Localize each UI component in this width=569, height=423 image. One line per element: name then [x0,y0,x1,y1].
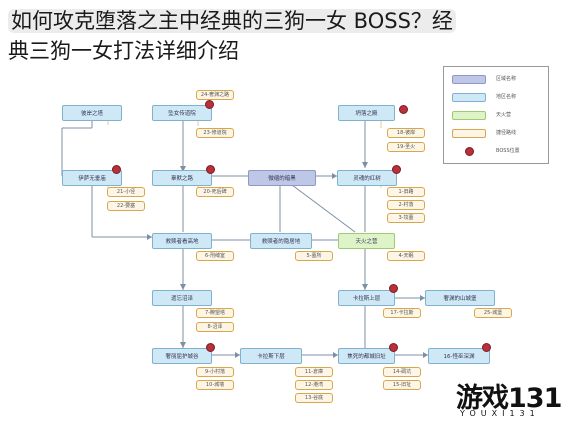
map-node: 坠女传道院 [152,105,212,121]
shortcut-label: 7-瞭望塔 [196,308,234,318]
legend-swatch [452,111,486,120]
shortcut-label: 25-城堡 [474,308,512,318]
map-node: 坍落之殿 [338,105,395,121]
map-node: 天火之营 [338,233,395,249]
shortcut-label: 19-圣火 [387,142,425,152]
shortcut-label: 3-坟墓 [387,213,425,223]
map-node: 救赎者看高地 [152,233,212,249]
legend-row: BOSS位置 [452,147,544,157]
title-line-1: 如何攻克堕落之主中经典的三狗一女 BOSS？经 [8,9,456,33]
boss-marker-icon [205,100,214,109]
boss-marker-icon [465,147,474,156]
shortcut-label: 23-修道院 [196,128,234,138]
watermark-subtext: YOUXI131 [460,409,540,418]
boss-marker-icon [206,343,215,352]
legend-label: 捷径路线 [496,130,517,136]
shortcut-label: 5-墓所 [295,251,333,261]
shortcut-label: 1-旧路 [387,187,425,197]
map-node: 卡拉斯上层 [338,290,395,306]
legend-label: 区域名称 [496,76,517,82]
shortcut-label: 10-城墙 [196,380,234,390]
boss-marker-icon [392,165,401,174]
map-node: 伊萨无垂庙 [62,170,122,186]
map-node: 遗忘沼泽 [152,290,212,306]
shortcut-label: 14-碉坑 [383,367,421,377]
legend-swatch [452,75,486,84]
map-node: 奢丽屈护城谷 [152,348,212,364]
map-node: 奢渊的山城堡 [425,290,495,306]
boss-marker-icon [482,343,491,352]
shortcut-label: 9-小村落 [196,367,234,377]
shortcut-label: 24-奢渊之路 [196,90,234,100]
shortcut-label: 8-沼泽 [196,322,234,332]
watermark-text: 游戏131 [456,383,562,414]
boss-marker-icon [389,284,398,293]
legend-label: 天火营 [496,112,512,118]
boss-marker-icon [399,105,408,114]
map-node: 辜默之路 [152,170,212,186]
map-node: 卡拉斯下层 [240,348,302,364]
boss-marker-icon [112,165,121,174]
shortcut-label: 18-彼岸 [387,128,425,138]
legend-swatch [452,129,486,138]
shortcut-label: 20-死后碑 [196,187,234,197]
map-node: 灵魂的红树 [337,170,397,186]
map-legend: 区域名称 地区名称 天火营 捷径路线 BOSS位置 [443,66,549,164]
legend-swatch [452,93,486,102]
shortcut-label: 11-倉庫 [295,367,333,377]
shortcut-label: 2-村落 [387,200,425,210]
title-line-2: 典三狗一女打法详细介绍 [8,39,239,63]
shortcut-label: 17-卡拉斯 [383,308,421,318]
site-watermark-logo: 游戏131 YOUXI131 [456,376,568,422]
shortcut-label: 15-旧址 [383,380,421,390]
map-node: 救赎者的隐居地 [250,233,312,249]
legend-row: 天火营 [452,111,544,121]
shortcut-label: 4-天眠 [387,251,425,261]
legend-label: BOSS位置 [496,148,520,154]
map-node: 微缩的暗黑 [248,170,316,186]
boss-marker-icon [206,165,215,174]
shortcut-label: 6-刑缚室 [196,251,234,261]
map-node: 彼岸之塔 [62,105,122,121]
legend-row: 区域名称 [452,75,544,85]
legend-label: 地区名称 [496,94,517,100]
shortcut-label: 22-要塞 [107,201,145,211]
map-node: 焦死的都城旧址 [338,348,395,364]
shortcut-label: 21-小径 [107,187,145,197]
boss-marker-icon [389,343,398,352]
legend-row: 地区名称 [452,93,544,103]
map-node: 16-怪巫深渊 [428,348,490,364]
legend-row: 捷径路线 [452,129,544,139]
shortcut-label: 12-港湾 [295,380,333,390]
article-title: 如何攻克堕落之主中经典的三狗一女 BOSS？经 典三狗一女打法详细介绍 [8,6,561,66]
shortcut-label: 13-谷底 [295,393,333,403]
